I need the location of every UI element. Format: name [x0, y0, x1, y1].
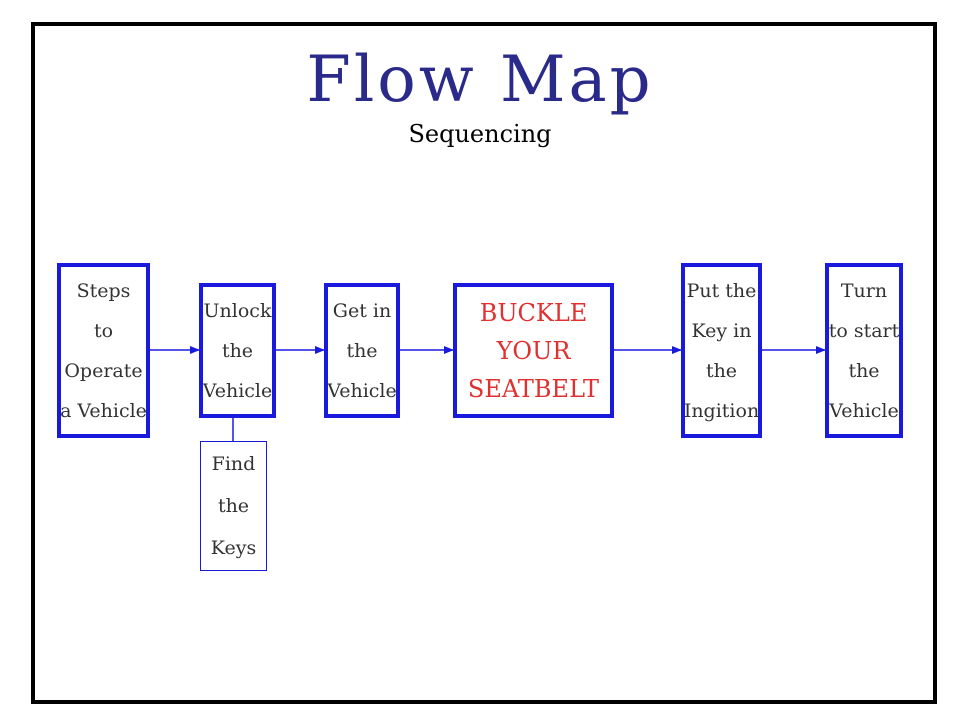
step-box-buckle-seatbelt: BUCKLE YOUR SEATBELT — [453, 283, 614, 418]
substep-line: Find — [211, 453, 256, 475]
step-line: YOUR — [496, 336, 571, 365]
step-line: to start — [828, 319, 900, 342]
page-subtitle: Sequencing — [408, 120, 552, 148]
step-line: the — [848, 359, 880, 382]
step-box-turn-to-start: Turn to start the Vehicle — [825, 263, 903, 438]
step-box-unlock-vehicle: Unlock the Vehicle — [199, 283, 276, 418]
step-line: a Vehicle — [60, 399, 147, 422]
step-line: Put the — [686, 279, 757, 302]
step-line: Vehicle — [202, 379, 273, 402]
step-box-put-key-ignition: Put the Key in the Ingition — [681, 263, 762, 438]
substep-box-find-keys: Find the Keys — [200, 441, 267, 571]
step-line: Vehicle — [327, 379, 397, 402]
step-line: the — [705, 359, 738, 382]
step-line: to — [93, 319, 114, 342]
step-line: Steps — [76, 279, 131, 302]
step-line: SEATBELT — [467, 374, 600, 403]
step-line: Vehicle — [829, 399, 899, 422]
step-line: the — [346, 339, 378, 362]
step-line: Key in — [691, 319, 752, 342]
step-line: the — [221, 339, 254, 362]
step-line: Operate — [64, 359, 143, 382]
step-line: Unlock — [203, 299, 272, 322]
substep-line: the — [217, 495, 250, 517]
step-line: Turn — [840, 279, 888, 302]
step-line: Ingition — [683, 399, 760, 422]
page-title: Flow Map — [306, 43, 654, 117]
step-line: Get in — [332, 299, 392, 322]
substep-line: Keys — [210, 537, 257, 559]
step-box-steps-to-operate: Steps to Operate a Vehicle — [57, 263, 150, 438]
step-line: BUCKLE — [479, 298, 588, 327]
step-box-get-in-vehicle: Get in the Vehicle — [324, 283, 400, 418]
